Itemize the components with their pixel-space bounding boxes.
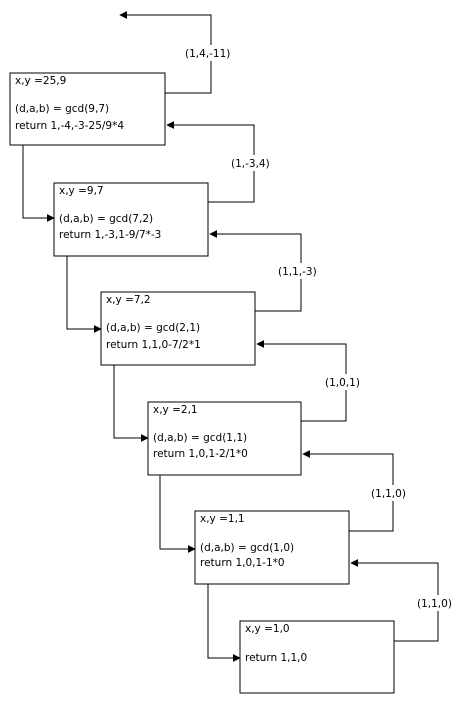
frame-header: x,y =9,7 (59, 185, 104, 197)
frame-box (239, 620, 395, 694)
frame-call: (d,a,b) = gcd(9,7) (15, 103, 109, 115)
frame-call: (d,a,b) = gcd(7,2) (59, 213, 153, 225)
frame-box (147, 401, 302, 476)
frame-box (194, 510, 350, 585)
return-value-label: (1,1,0) (417, 598, 452, 610)
frame-return: return 1,0,1-1*0 (200, 557, 285, 569)
frame-box (9, 72, 166, 146)
frame-header: x,y =1,1 (200, 513, 245, 525)
call-arrow-4 (159, 475, 196, 553)
frame-call: (d,a,b) = gcd(1,0) (200, 542, 294, 554)
frame-box (100, 291, 256, 366)
frame-call: (d,a,b) = gcd(2,1) (106, 322, 200, 334)
frame-header: x,y =7,2 (106, 294, 151, 306)
return-label-5: (1,1,0) (415, 595, 459, 611)
call-arrow-2 (66, 256, 102, 333)
return-value-label: (1,-3,4) (231, 158, 270, 170)
call-arrow-5 (207, 584, 241, 662)
frame-2: x,y =9,7 (d,a,b) = gcd(7,2) return 1,-3,… (53, 182, 209, 257)
frame-return: return 1,1,0-7/2*1 (106, 339, 201, 351)
return-value-label: (1,1,-3) (278, 266, 317, 278)
frame-return: return 1,1,0 (245, 652, 307, 664)
return-value-label: (1,4,-11) (185, 48, 230, 60)
return-label-0: (1,4,-11) (183, 45, 233, 61)
frame-3: x,y =7,2 (d,a,b) = gcd(2,1) return 1,1,0… (100, 291, 256, 366)
call-arrow-1 (22, 145, 55, 222)
frame-call: (d,a,b) = gcd(1,1) (153, 432, 247, 444)
return-value-label: (1,1,0) (371, 488, 406, 500)
frame-return: return 1,0,1-2/1*0 (153, 448, 248, 460)
return-label-2: (1,1,-3) (276, 263, 324, 279)
call-arrow-3 (113, 365, 149, 442)
return-value-label: (1,0,1) (325, 377, 360, 389)
frame-header: x,y =25,9 (15, 75, 66, 87)
return-label-3: (1,0,1) (323, 374, 367, 390)
frame-5: x,y =1,1 (d,a,b) = gcd(1,0) return 1,0,1… (194, 510, 350, 585)
frame-4: x,y =2,1 (d,a,b) = gcd(1,1) return 1,0,1… (147, 401, 302, 476)
frame-1: x,y =25,9 (d,a,b) = gcd(9,7) return 1,-4… (9, 72, 166, 146)
frame-header: x,y =1,0 (245, 623, 290, 635)
frame-box (53, 182, 209, 257)
return-label-4: (1,1,0) (369, 485, 413, 501)
frame-return: return 1,-4,-3-25/9*4 (15, 120, 124, 132)
frame-return: return 1,-3,1-9/7*-3 (59, 229, 161, 241)
return-label-1: (1,-3,4) (229, 155, 274, 171)
frame-6: x,y =1,0 return 1,1,0 (239, 620, 395, 694)
frame-header: x,y =2,1 (153, 404, 198, 416)
